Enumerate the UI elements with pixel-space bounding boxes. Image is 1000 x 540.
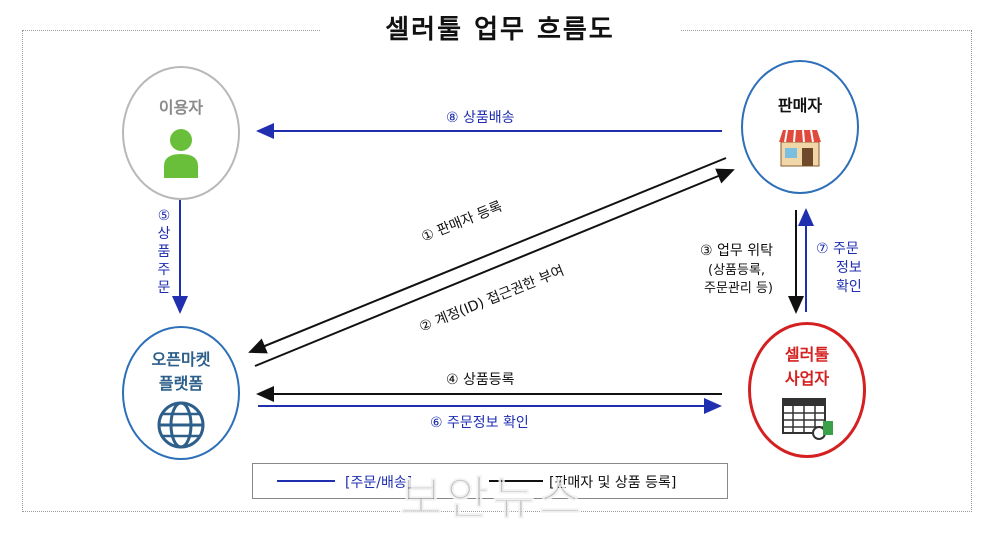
legend-black-label: [판매자 및 상품 등록]: [549, 475, 677, 491]
store-icon: [779, 129, 821, 167]
legend-blue-label: [주문/배송]: [345, 475, 413, 491]
flow-5-char: 주: [157, 262, 171, 278]
flow-3-label-3: 주문관리 등): [704, 281, 774, 296]
spreadsheet-icon: [782, 398, 833, 440]
flow-3-label-1: ③ 업무 위탁: [700, 243, 773, 259]
user-node: 이용자: [122, 66, 240, 200]
legend: [주문/배송] [판매자 및 상품 등록]: [252, 463, 728, 499]
legend-lines: [277, 480, 543, 482]
flow-4-label: ④ 상품등록: [446, 372, 515, 388]
seller-label: 판매자: [777, 96, 823, 115]
flow-5-char: 상: [157, 226, 171, 242]
flow-7-label-2: 정보: [836, 260, 862, 276]
open-market-label-1: 오픈마켓: [151, 350, 211, 369]
person-icon: [164, 129, 198, 178]
seller-tool-label-1: 셀러툴: [784, 345, 830, 364]
watermark: 보안뉴스: [399, 471, 586, 526]
seller-tool-label-2: 사업자: [784, 369, 830, 388]
flow-5-char: 문: [157, 280, 171, 296]
title-box: 셀러툴 업무 흐름도: [320, 8, 680, 52]
open-market-label-2: 플랫폼: [158, 374, 204, 393]
flow-8-label: ⑧ 상품배송: [446, 110, 515, 126]
arrow-2: [254, 168, 735, 367]
flow-5-char: ⑤: [157, 208, 171, 224]
globe-icon: [157, 401, 205, 449]
user-label: 이용자: [158, 98, 204, 117]
flow-7-label-1: ⑦ 주문: [816, 241, 859, 257]
flow-7-label-3: 확인: [836, 279, 862, 295]
seller-node: 판매자: [741, 60, 859, 194]
flow-3-label-2: (상품등록,: [708, 263, 766, 278]
flow-5-char: 품: [157, 244, 171, 260]
open-market-node: 오픈마켓 플랫폼: [122, 326, 240, 460]
seller-tool-node: 셀러툴 사업자: [748, 322, 866, 458]
diagram-title: 셀러툴 업무 흐름도: [385, 15, 615, 45]
flow-6-label: ⑥ 주문정보 확인: [430, 415, 529, 431]
arrow-1: [248, 157, 727, 354]
